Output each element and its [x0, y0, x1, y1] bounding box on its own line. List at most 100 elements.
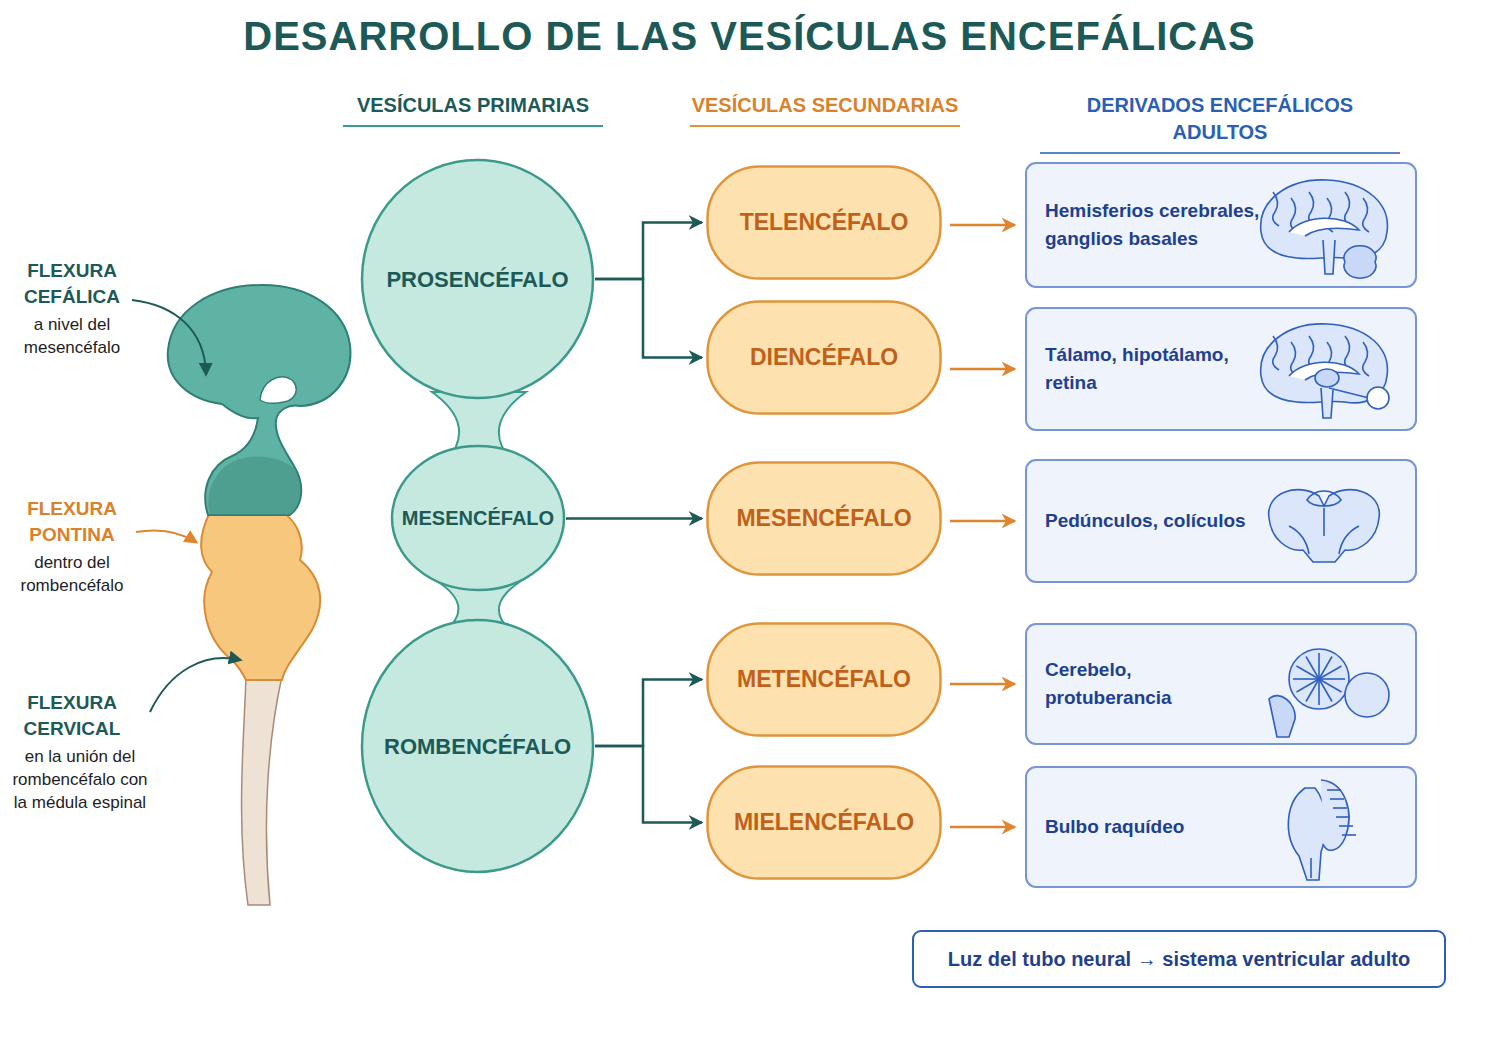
node-text: Bulbo raquídeo	[1045, 813, 1184, 842]
rhombencephalon	[201, 512, 320, 680]
connector-arrow	[950, 368, 1015, 371]
flexure-note: dentro del rombencéfalo	[5, 552, 139, 598]
peduncle-line	[1289, 526, 1359, 554]
cerebellum	[1344, 246, 1376, 278]
prosencephalon-mesencephalon	[168, 285, 351, 515]
central-line	[1310, 858, 1312, 878]
gyrus-line	[1273, 192, 1279, 226]
mesencephalon-shade	[208, 456, 300, 515]
node-text: TELENCÉFALO	[740, 205, 909, 240]
colliculi	[1307, 491, 1341, 506]
connector-arrow	[950, 224, 1015, 227]
flexure-name: FLEXURA CERVICAL	[7, 690, 137, 741]
pons	[1269, 696, 1295, 737]
node-text: MIELENCÉFALO	[734, 805, 914, 840]
node-text: Tálamo, hipotálamo, retina	[1045, 341, 1260, 398]
node-text: ROMBENCÉFALO	[384, 730, 571, 763]
brainstem	[1321, 388, 1333, 418]
anatomy-icon	[1249, 466, 1399, 576]
flexure-name: FLEXURA CEFÁLICA	[7, 258, 137, 309]
connector-arrow	[950, 683, 1015, 686]
folia-line	[1319, 678, 1345, 680]
box-outline	[1026, 163, 1416, 287]
node-text: Pedúnculos, colículos	[1045, 507, 1246, 536]
secondary-vesicle: MESENCÉFALO	[706, 461, 942, 576]
cerebellum-edge	[1321, 780, 1349, 850]
folia-line	[1293, 678, 1319, 680]
folia-line	[1297, 679, 1320, 692]
node-text: Luz del tubo neural → sistema ventricula…	[948, 944, 1410, 974]
box-outline	[1026, 308, 1416, 430]
node-text: DIENCÉFALO	[750, 340, 898, 375]
vesicle-ellipse	[392, 446, 564, 590]
adult-derivative-box: Tálamo, hipotálamo, retina	[1025, 307, 1417, 431]
leader-line	[150, 658, 240, 712]
spinal-cord	[242, 676, 282, 905]
note-box: Luz del tubo neural → sistema ventricula…	[912, 930, 1446, 988]
vesicle-ellipse	[362, 620, 593, 872]
gyrus-line	[1363, 342, 1369, 376]
primary-vesicle: PROSENCÉFALO	[360, 158, 595, 400]
folia-line	[1319, 666, 1342, 679]
flexure-note: a nivel del mesencéfalo	[5, 314, 139, 360]
adult-derivative-box: Hemisferios cerebrales, ganglios basales	[1025, 162, 1417, 288]
corpus-callosum	[1289, 218, 1359, 236]
primary-vesicle: ROMBENCÉFALO	[360, 618, 595, 874]
diagram-title: DESARROLLO DE LAS VESÍCULAS ENCEFÁLICAS	[0, 14, 1499, 59]
adult-derivative-box: Bulbo raquídeo	[1025, 766, 1417, 888]
column-header: VESÍCULAS PRIMARIAS	[343, 92, 603, 127]
folia-line	[1330, 798, 1344, 800]
folia-line	[1319, 679, 1332, 702]
folia-line	[1327, 789, 1341, 791]
anatomy-icon	[1249, 772, 1399, 882]
cerebellum	[1289, 649, 1349, 709]
midbrain-section	[1269, 490, 1380, 562]
vesicle-pill	[708, 167, 941, 279]
medulla	[1288, 788, 1325, 880]
vesicle-pill	[708, 767, 941, 879]
folia-line	[1318, 679, 1320, 705]
primary-vesicle: MESENCÉFALO	[390, 444, 566, 592]
folia-line	[1318, 653, 1320, 679]
flexure-note: en la unión del rombencéfalo con la médu…	[5, 746, 155, 815]
node-text: METENCÉFALO	[737, 662, 911, 697]
secondary-vesicle: METENCÉFALO	[706, 622, 942, 737]
box-outline	[1026, 624, 1416, 744]
connector-arrow	[595, 279, 702, 358]
connector-arrow	[950, 520, 1015, 523]
folia-line	[1342, 834, 1356, 836]
secondary-vesicle: TELENCÉFALO	[706, 165, 942, 280]
node-text: MESENCÉFALO	[736, 501, 911, 536]
connector-arrow	[595, 223, 702, 280]
connector-arrow	[566, 517, 702, 520]
thalamus	[1315, 369, 1339, 387]
secondary-vesicle: MIELENCÉFALO	[706, 765, 942, 880]
adult-derivative-box: Pedúnculos, colículos	[1025, 459, 1417, 583]
node-text: PROSENCÉFALO	[386, 263, 568, 296]
cephalic-curl	[260, 377, 296, 403]
folia-line	[1339, 825, 1353, 827]
vesicle-pill	[708, 302, 941, 414]
gyrus-line	[1363, 198, 1369, 232]
eye	[1367, 387, 1389, 409]
node-text: Hemisferios cerebrales, ganglios basales	[1045, 197, 1260, 254]
column-header: VESÍCULAS SECUNDARIAS	[690, 92, 960, 127]
folia-line	[1306, 657, 1319, 680]
adult-derivative-box: Cerebelo, protuberancia	[1025, 623, 1417, 745]
box-outline	[913, 931, 1445, 987]
cerebellum-lobe	[1345, 673, 1389, 717]
secondary-vesicle: DIENCÉFALO	[706, 300, 942, 415]
box-outline	[1026, 460, 1416, 582]
vesicle-ellipse	[362, 160, 593, 398]
box-outline	[1026, 767, 1416, 887]
leader-line	[136, 530, 196, 542]
connector-arrow	[595, 680, 702, 747]
leader-line	[132, 300, 206, 374]
folia-line	[1333, 807, 1347, 809]
column-header: DERIVADOS ENCEFÁLICOS ADULTOS	[1040, 92, 1400, 154]
anatomy-icon	[1249, 170, 1399, 280]
anatomy-icon	[1249, 314, 1399, 424]
flexure-name: FLEXURA PONTINA	[7, 496, 137, 547]
folia-line	[1336, 816, 1350, 818]
optic-nerve	[1329, 388, 1369, 398]
